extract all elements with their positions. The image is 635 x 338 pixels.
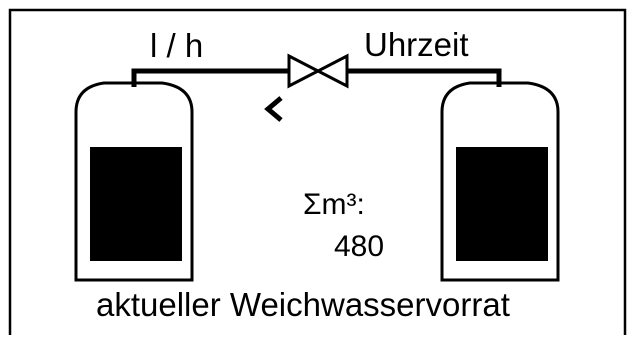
volume-symbol: Σm³: bbox=[303, 188, 365, 221]
reserve-caption: aktueller Weichwasservorrat bbox=[96, 286, 510, 323]
tank-right bbox=[440, 81, 560, 282]
valve-icon bbox=[287, 53, 349, 89]
tank-icon bbox=[440, 81, 560, 282]
display-frame bbox=[8, 8, 627, 335]
tank-icon bbox=[74, 81, 194, 282]
time-label: Uhrzeit bbox=[364, 26, 469, 63]
chevron-left-icon bbox=[264, 96, 283, 122]
tank-fill-level bbox=[456, 147, 548, 261]
flow-unit-label: l / h bbox=[150, 27, 204, 64]
tank-fill-level bbox=[90, 147, 182, 261]
tank-left bbox=[74, 81, 194, 282]
volume-value: 480 bbox=[334, 230, 385, 263]
